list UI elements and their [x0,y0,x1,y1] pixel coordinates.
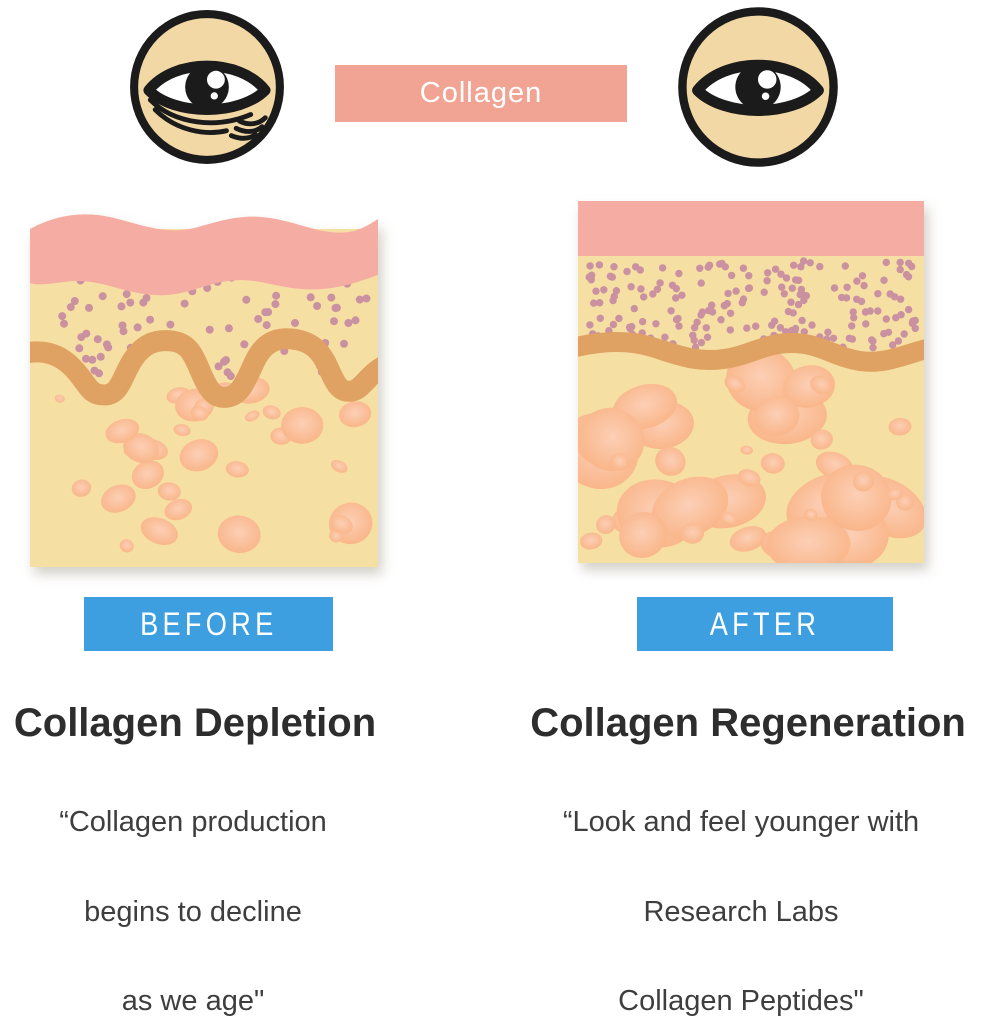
right-quote-line-2: Research Labs [643,896,839,928]
after-banner: AFTER [637,597,893,651]
fat-cells-dense [578,347,924,563]
left-title: Collagen Depletion [13,701,377,745]
collagen-banner: Collagen [335,65,627,122]
before-banner: BEFORE [84,597,333,651]
left-quote-line-3: as we age" [121,985,265,1017]
skin-after-illustration [578,201,924,563]
after-banner-label: AFTER [709,605,821,642]
left-quote-line-2: begins to decline [84,896,302,928]
right-quote-line-3: Collagen Peptides" [618,985,864,1017]
healthy-eye-icon [678,7,838,167]
skin-before-illustration [30,214,378,567]
before-banner-label: BEFORE [139,605,278,642]
epidermis-layer-after [578,201,924,256]
collagen-band-firm [578,331,924,372]
aged-eye-icon [130,10,284,164]
left-quote-line-1: “Collagen production [59,806,327,838]
right-title: Collagen Regeneration [530,701,966,745]
right-quote-line-1: “Look and feel younger with [562,806,920,838]
collagen-banner-label: Collagen [419,77,543,109]
wrinkle-lines [147,97,268,141]
collagen-band-sagging [30,328,378,408]
epidermis-layer-before [30,214,378,296]
